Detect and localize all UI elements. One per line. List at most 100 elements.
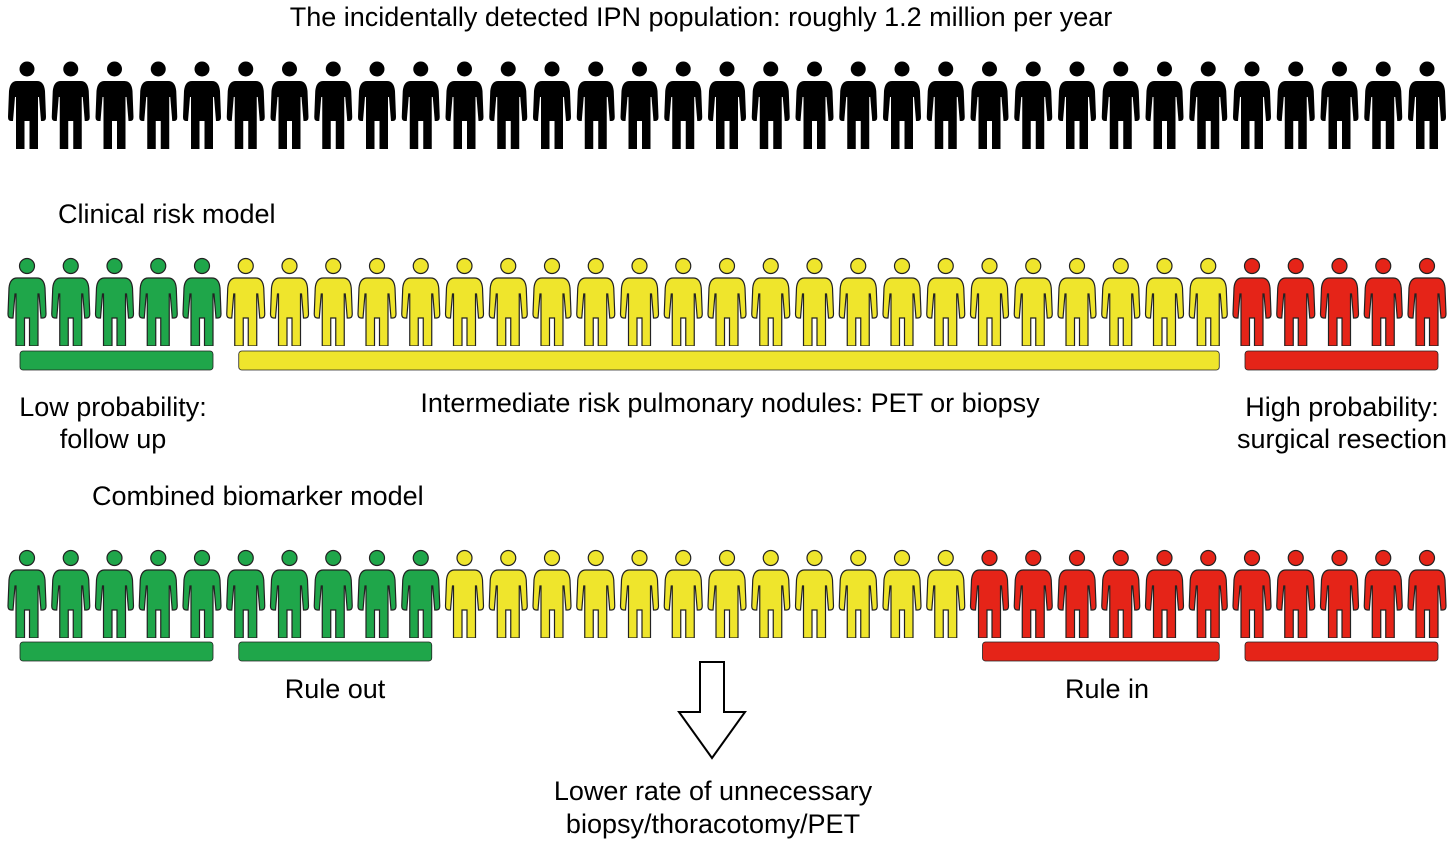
combined-category-bars [19, 641, 1439, 662]
clinical-category-bars [19, 350, 1439, 371]
person-black-icon [839, 61, 878, 149]
person-green-icon [51, 257, 91, 346]
category-bar-green [19, 641, 214, 662]
person-black-icon [1320, 61, 1359, 149]
person-yellow-icon [1188, 257, 1228, 346]
person-black-icon [445, 61, 484, 149]
person-yellow-icon [1057, 257, 1097, 346]
person-yellow-icon [794, 549, 835, 638]
person-red-icon [969, 549, 1010, 638]
person-red-icon [1276, 549, 1316, 638]
person-black-icon [1058, 61, 1096, 149]
person-yellow-icon [926, 549, 966, 638]
person-green-icon [94, 549, 135, 638]
person-yellow-icon [619, 549, 660, 638]
person-yellow-icon [1013, 257, 1053, 346]
person-green-icon [7, 257, 47, 346]
outcome-line-2: biopsy/thoracotomy/PET [565, 809, 861, 839]
person-black-icon [489, 61, 528, 149]
surgical-resection-label: surgical resection [1236, 424, 1448, 454]
person-yellow-icon [269, 257, 310, 346]
person-black-icon [795, 61, 834, 149]
clinical-model-heading: Clinical risk model [58, 199, 276, 229]
person-red-icon [1276, 257, 1316, 346]
person-green-icon [182, 549, 222, 638]
person-yellow-icon [663, 549, 703, 638]
person-yellow-icon [1101, 257, 1141, 346]
person-black-icon [708, 61, 746, 149]
person-yellow-icon [576, 549, 616, 638]
population-row [8, 61, 1446, 149]
person-yellow-icon [751, 257, 791, 346]
person-black-icon [1101, 61, 1140, 149]
person-yellow-icon [794, 257, 835, 346]
low-probability-label: Low probability: [19, 392, 207, 422]
person-yellow-icon [969, 257, 1010, 346]
person-black-icon [1408, 61, 1446, 149]
person-yellow-icon [838, 549, 878, 638]
category-bar-red [1244, 350, 1439, 371]
person-red-icon [1144, 549, 1185, 638]
person-black-icon [1145, 61, 1184, 149]
category-bar-red [1244, 641, 1439, 662]
person-red-icon [1363, 549, 1403, 638]
person-green-icon [51, 549, 91, 638]
person-green-icon [269, 549, 310, 638]
person-black-icon [95, 61, 134, 149]
person-red-icon [1101, 549, 1141, 638]
person-black-icon [533, 61, 571, 149]
outcome-line-1: Lower rate of unnecessary [553, 776, 873, 806]
person-black-icon [270, 61, 309, 149]
person-black-icon [1233, 61, 1271, 149]
person-black-icon [183, 61, 221, 149]
person-black-icon [51, 61, 90, 149]
person-yellow-icon [619, 257, 660, 346]
person-yellow-icon [707, 257, 747, 346]
down-arrow-icon [677, 661, 747, 760]
person-green-icon [226, 549, 266, 638]
rule-in-label: Rule in [1064, 674, 1150, 704]
person-yellow-icon [751, 549, 791, 638]
clinical-model-row [7, 257, 1447, 346]
person-yellow-icon [444, 257, 485, 346]
high-probability-label: High probability: [1245, 392, 1439, 422]
person-yellow-icon [926, 257, 966, 346]
person-black-icon [8, 61, 46, 149]
person-yellow-icon [882, 549, 922, 638]
person-yellow-icon [401, 257, 441, 346]
person-yellow-icon [488, 549, 528, 638]
person-red-icon [1407, 257, 1447, 346]
intermediate-risk-label: Intermediate risk pulmonary nodules: PET… [420, 388, 1040, 418]
person-black-icon [1014, 61, 1053, 149]
person-yellow-icon [488, 257, 528, 346]
person-red-icon [1232, 549, 1272, 638]
person-yellow-icon [707, 549, 747, 638]
person-black-icon [358, 61, 396, 149]
person-yellow-icon [532, 257, 572, 346]
person-green-icon [313, 549, 353, 638]
person-yellow-icon [663, 257, 703, 346]
person-black-icon [314, 61, 353, 149]
person-green-icon [138, 549, 178, 638]
person-red-icon [1363, 257, 1403, 346]
person-yellow-icon [444, 549, 485, 638]
person-yellow-icon [838, 257, 878, 346]
person-black-icon [226, 61, 265, 149]
person-yellow-icon [576, 257, 616, 346]
person-yellow-icon [313, 257, 353, 346]
person-red-icon [1319, 257, 1360, 346]
rule-out-label: Rule out [284, 674, 386, 704]
person-green-icon [94, 257, 135, 346]
person-black-icon [664, 61, 703, 149]
person-red-icon [1232, 257, 1272, 346]
person-black-icon [1189, 61, 1228, 149]
person-black-icon [883, 61, 921, 149]
person-black-icon [576, 61, 615, 149]
category-bar-green [19, 350, 214, 371]
person-black-icon [620, 61, 659, 149]
person-black-icon [139, 61, 178, 149]
page-title: The incidentally detected IPN population… [289, 2, 1113, 32]
person-green-icon [182, 257, 222, 346]
